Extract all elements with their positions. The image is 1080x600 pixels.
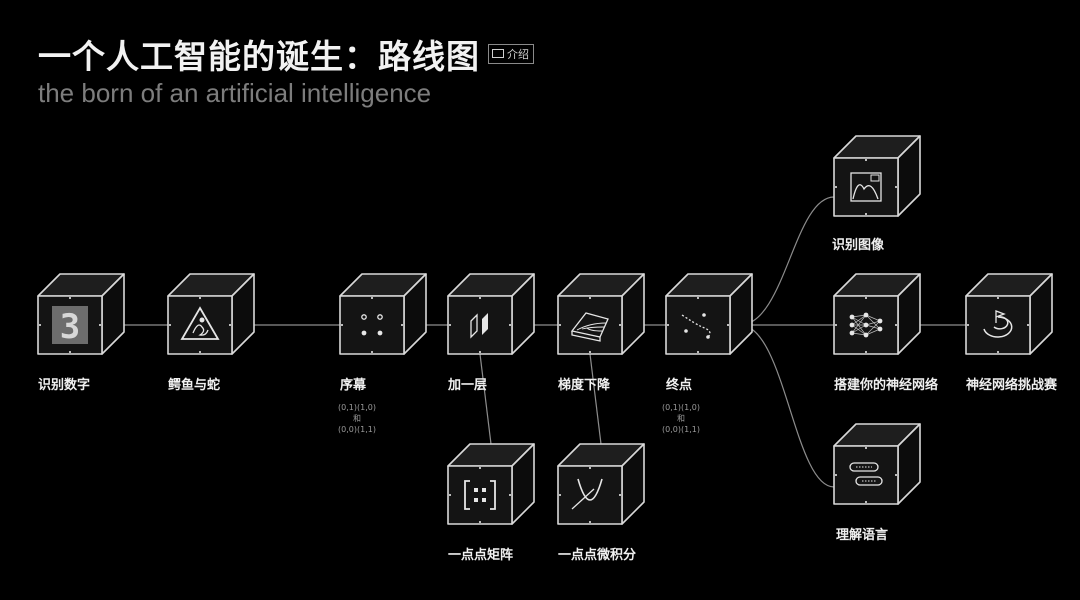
connector-layer-matrix: [479, 353, 492, 445]
cube-croc[interactable]: [167, 273, 255, 355]
cube-gradient[interactable]: [557, 273, 645, 355]
croc-snake-sign-icon: [180, 306, 220, 340]
node-label-croc: 鳄鱼与蛇: [168, 378, 221, 393]
four-dots-icon: [361, 314, 383, 336]
cube-calculus[interactable]: [557, 443, 645, 525]
cube-front-face: [447, 465, 513, 525]
picture-icon: [850, 172, 882, 202]
cube-front-face: [665, 295, 731, 355]
cube-front-face: [557, 465, 623, 525]
curve-points-icon: [681, 313, 711, 339]
cube-challenge[interactable]: [965, 273, 1053, 355]
cube-layer[interactable]: [447, 273, 535, 355]
node-note-finish: (0,1)(1,0) 和 (0,0)(1,1): [656, 402, 706, 435]
cube-prelude[interactable]: [339, 273, 427, 355]
cube-front-face: [965, 295, 1031, 355]
surface-mesh-icon: [570, 312, 609, 342]
matrix-bracket-icon: [464, 480, 496, 510]
note-line: (0,1)(1,0): [662, 403, 700, 412]
neural-net-icon: [849, 312, 883, 338]
svg-text:3: 3: [60, 307, 80, 347]
title-text: 一个人工智能的诞生：路线图: [38, 37, 480, 76]
node-label-layer: 加一层: [448, 378, 488, 393]
note-line: (0,0)(1,1): [338, 425, 376, 434]
intro-label: 介绍: [507, 47, 529, 61]
target-spiral-icon: [983, 310, 1013, 338]
node-note-prelude: (0,1)(1,0) 和 (0,0)(1,1): [332, 402, 382, 435]
cube-finish[interactable]: [665, 273, 753, 355]
node-label-matrix: 一点点矩阵: [448, 548, 514, 563]
cube-language[interactable]: [833, 423, 921, 505]
node-label-finish: 终点: [666, 378, 693, 393]
node-label-challenge: 神经网络挑战赛: [966, 378, 1058, 393]
speech-bubbles-icon: [849, 462, 883, 486]
node-label-prelude: 序幕: [340, 378, 367, 393]
cube-image[interactable]: [833, 135, 921, 217]
node-label-calculus: 一点点微积分: [558, 548, 637, 563]
node-label-network: 搭建你的神经网络: [834, 378, 939, 393]
cube-front-face: [447, 295, 513, 355]
note-line: 和: [353, 414, 361, 423]
node-label-gradient: 梯度下降: [558, 378, 611, 393]
node-label-digits: 识别数字: [38, 378, 91, 393]
note-line: (0,1)(1,0): [338, 403, 376, 412]
note-line: 和: [677, 414, 685, 423]
cube-matrix[interactable]: [447, 443, 535, 525]
page-subtitle: the born of an artificial intelligence: [38, 78, 432, 108]
node-label-language: 理解语言: [836, 528, 889, 543]
note-line: (0,0)(1,1): [662, 425, 700, 434]
parabola-icon: [571, 478, 603, 510]
node-label-image: 识别图像: [832, 238, 885, 253]
connector-finish-language: [739, 324, 835, 488]
layer-planes-icon: [470, 313, 488, 339]
page-title: 一个人工智能的诞生：路线图 介绍: [38, 30, 534, 78]
cube-digits[interactable]: 3: [37, 273, 125, 355]
intro-button[interactable]: 介绍: [488, 43, 534, 64]
connector-gradient-calculus: [589, 353, 602, 445]
cube-network[interactable]: [833, 273, 921, 355]
digit-3-icon: 3: [52, 306, 88, 347]
document-icon: [492, 48, 504, 58]
cube-front-face: [339, 295, 405, 355]
cube-front-face: [833, 445, 899, 505]
